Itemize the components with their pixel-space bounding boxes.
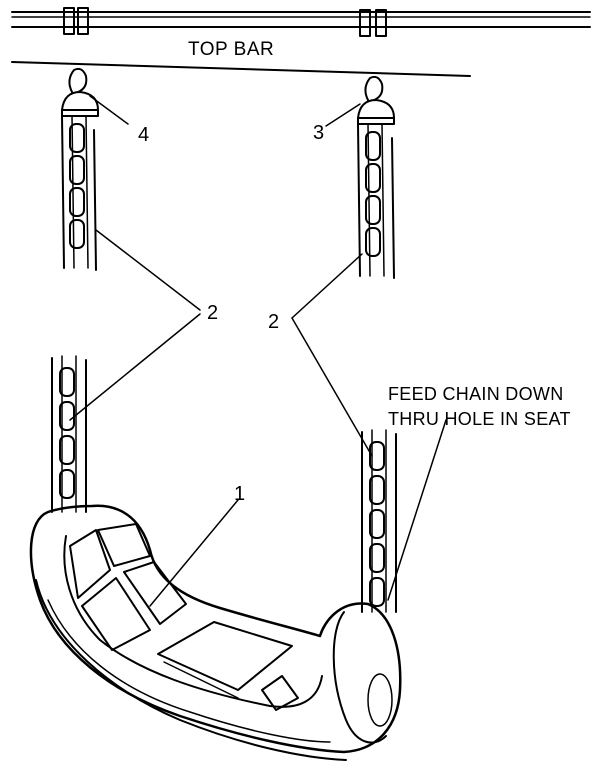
callout-1: 1: [234, 483, 245, 505]
left-lower-chain: [51, 355, 87, 513]
top-bar: [11, 7, 591, 77]
instruction-note-line1: FEED CHAIN DOWN: [388, 384, 564, 404]
left-upper-chain: [61, 67, 99, 271]
callout-3: 3: [313, 122, 324, 144]
right-lower-chain: [361, 429, 397, 613]
callout-leaders: [69, 95, 447, 607]
callout-4: 4: [138, 124, 149, 146]
top-bar-label: TOP BAR: [188, 39, 274, 60]
callout-2-left: 2: [207, 302, 218, 324]
swing-seat: [29, 504, 402, 761]
callout-2-right: 2: [268, 311, 279, 333]
instruction-note-line2: THRU HOLE IN SEAT: [388, 409, 571, 429]
bar-clamp-right: [359, 9, 387, 37]
right-upper-chain: [357, 75, 395, 279]
bar-clamp-left: [63, 7, 89, 35]
